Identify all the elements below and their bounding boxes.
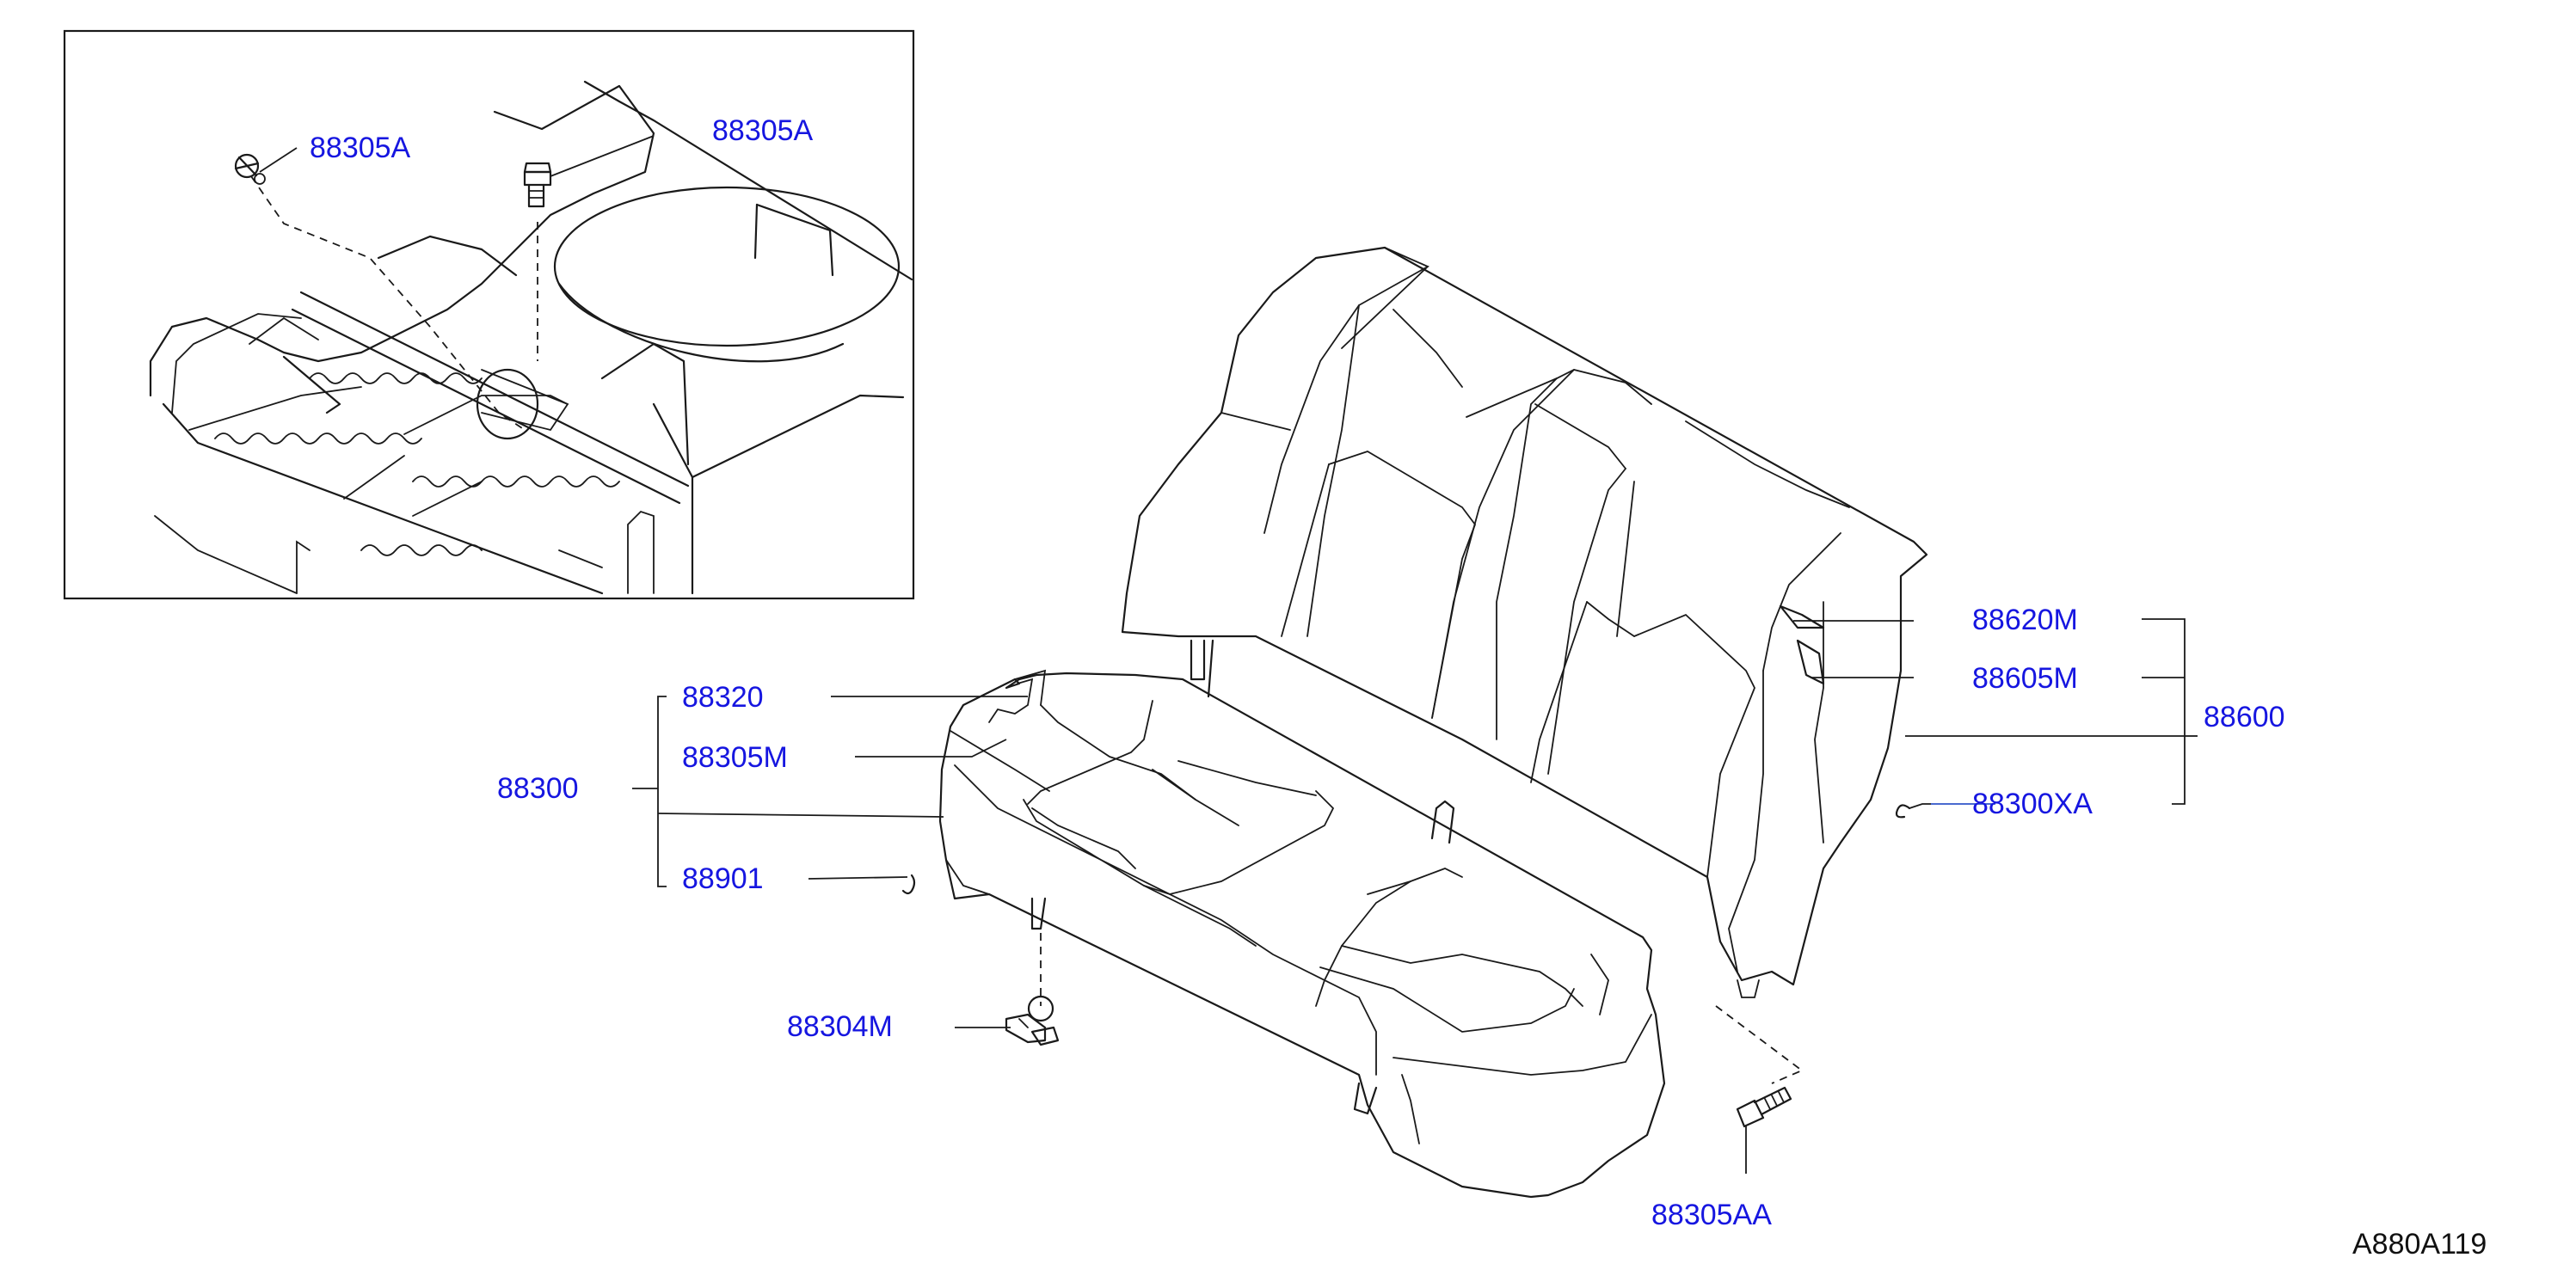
bolt-icon xyxy=(523,162,552,208)
label-88300: 88300 xyxy=(497,772,579,805)
label-88305M: 88305M xyxy=(682,741,788,774)
label-88620M: 88620M xyxy=(1972,604,2078,636)
seat-back xyxy=(1121,246,1928,998)
label-88304M: 88304M xyxy=(787,1010,893,1043)
bolt-88305AA xyxy=(1715,1005,1804,1128)
inset-label-88305A-left: 88305A xyxy=(310,132,411,164)
lower-clip-88304M xyxy=(1005,933,1060,1046)
label-88300XA: 88300XA xyxy=(1972,788,2093,820)
label-88605M: 88605M xyxy=(1972,662,2078,695)
label-88320: 88320 xyxy=(682,681,764,714)
label-88305AA: 88305AA xyxy=(1651,1199,1772,1231)
label-88901: 88901 xyxy=(682,862,764,895)
part-labels: 88320 88305M 88300 88901 88304M 88620M 8… xyxy=(497,604,2487,1261)
inset-panel: 88305A 88305A xyxy=(63,29,915,600)
leader-lines xyxy=(632,618,2198,1174)
diagram-reference-code: A880A119 xyxy=(2352,1228,2487,1261)
push-clip-icon xyxy=(234,153,266,185)
inset-label-88305A-right: 88305A xyxy=(712,114,814,147)
seat-cushion xyxy=(901,669,1666,1199)
label-88600: 88600 xyxy=(2204,701,2285,733)
